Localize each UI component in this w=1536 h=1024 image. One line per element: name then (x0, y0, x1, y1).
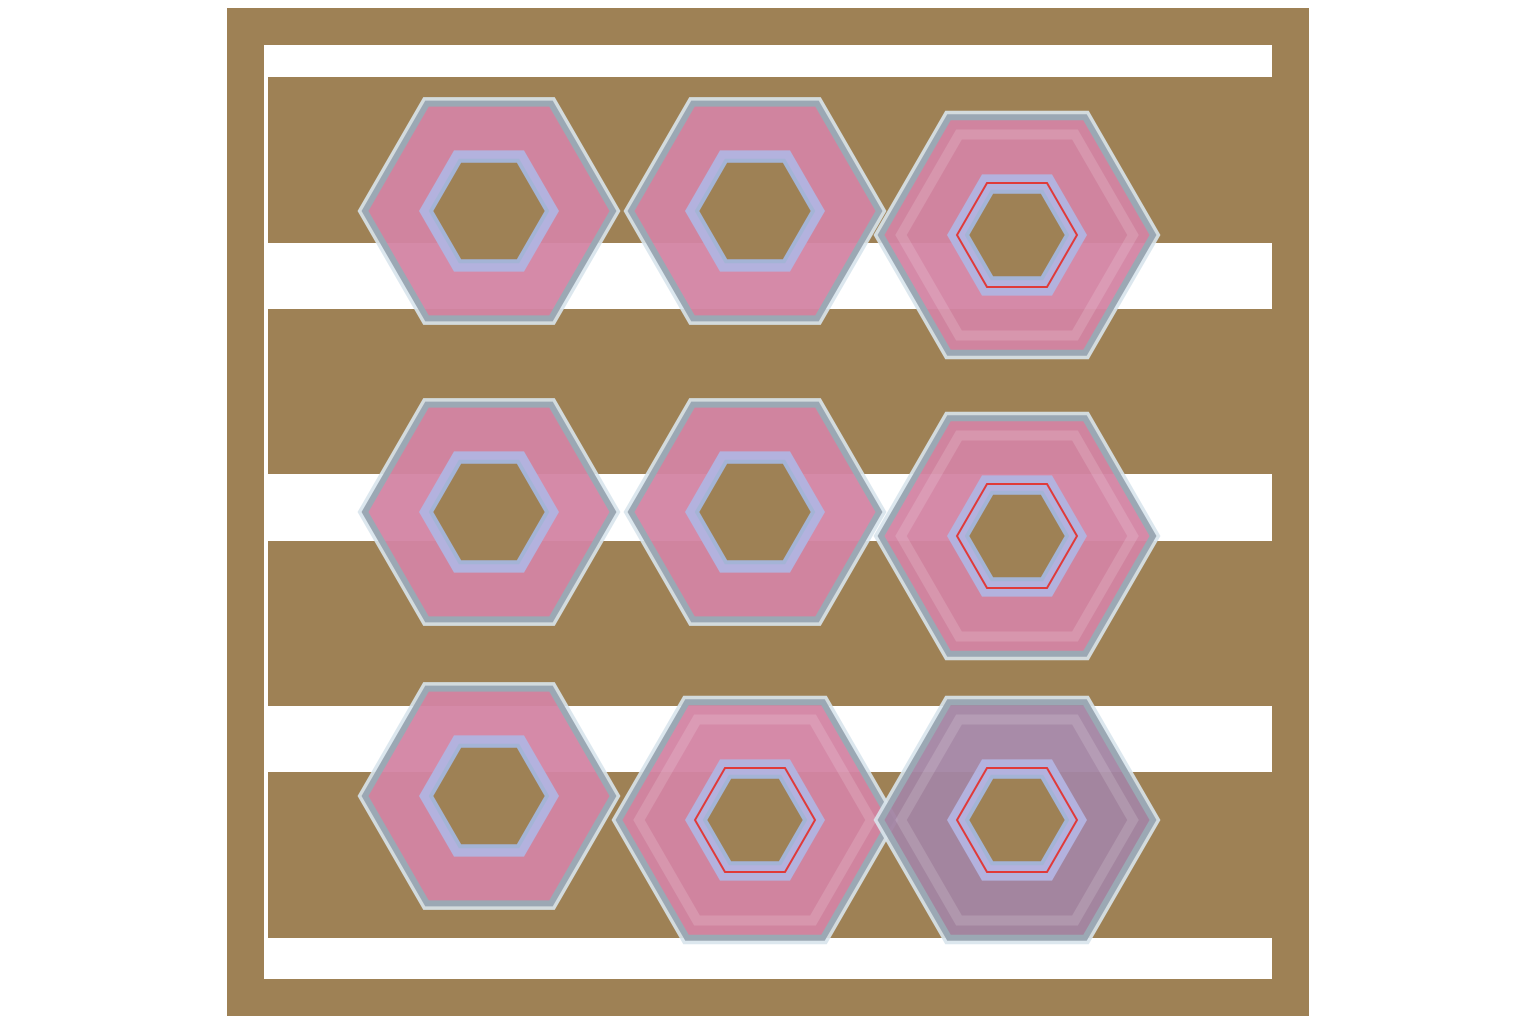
piece-halo (873, 411, 1161, 661)
piece-halo (357, 398, 621, 626)
hex-nut-piece[interactable] (873, 695, 1161, 945)
piece-hole (964, 189, 1070, 281)
piece-halo (873, 110, 1161, 360)
piece-hole-edge (693, 767, 817, 873)
piece-hole (964, 774, 1070, 866)
hex-nut-piece[interactable] (611, 695, 899, 945)
hex-nut-piece[interactable] (623, 97, 887, 325)
piece-hole-edge (955, 767, 1079, 873)
piece-halo (873, 695, 1161, 945)
piece-bevel (633, 714, 877, 926)
piece-halo (357, 97, 621, 325)
hex-nut-piece[interactable] (873, 411, 1161, 661)
piece-hole (428, 743, 550, 849)
piece-halo (623, 398, 887, 626)
piece-hole (694, 158, 816, 264)
hex-nut-piece[interactable] (357, 398, 621, 626)
hex-nut-piece[interactable] (357, 97, 621, 325)
hex-nut-piece[interactable] (623, 398, 887, 626)
pieces-layer (357, 97, 1161, 945)
piece-bevel (895, 430, 1139, 642)
piece-bevel (895, 714, 1139, 926)
hex-nut-piece[interactable] (873, 110, 1161, 360)
hex-nut-piece[interactable] (357, 682, 621, 910)
piece-hole (694, 459, 816, 565)
piece-hole (702, 774, 808, 866)
piece-bevel (895, 129, 1139, 341)
piece-halo (357, 682, 621, 910)
piece-hole (428, 158, 550, 264)
piece-hole-edge (955, 483, 1079, 589)
piece-hole (964, 490, 1070, 582)
piece-halo (611, 695, 899, 945)
piece-hole-edge (955, 182, 1079, 288)
piece-hole (428, 459, 550, 565)
piece-halo (623, 97, 887, 325)
